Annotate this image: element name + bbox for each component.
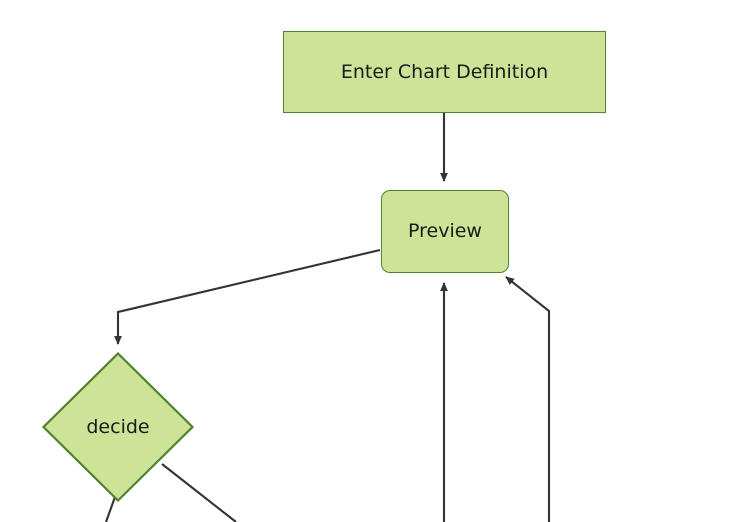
node-label-preview: Preview <box>408 220 482 243</box>
node-label-enter-chart-definition: Enter Chart Definition <box>340 60 549 83</box>
edge-bottom-right-to-preview <box>505 276 551 522</box>
diamond-shape <box>42 352 194 502</box>
node-label-decide: decide <box>86 415 150 438</box>
node-preview[interactable]: Preview <box>381 190 509 273</box>
node-enter-chart-definition[interactable]: Enter Chart Definition <box>283 31 606 113</box>
edge-decide-to-bottom-left <box>105 496 116 522</box>
node-decide[interactable]: decide <box>42 352 194 502</box>
edge-preview-to-decide <box>114 248 381 345</box>
edge-decide-to-bottom-right <box>161 463 237 522</box>
